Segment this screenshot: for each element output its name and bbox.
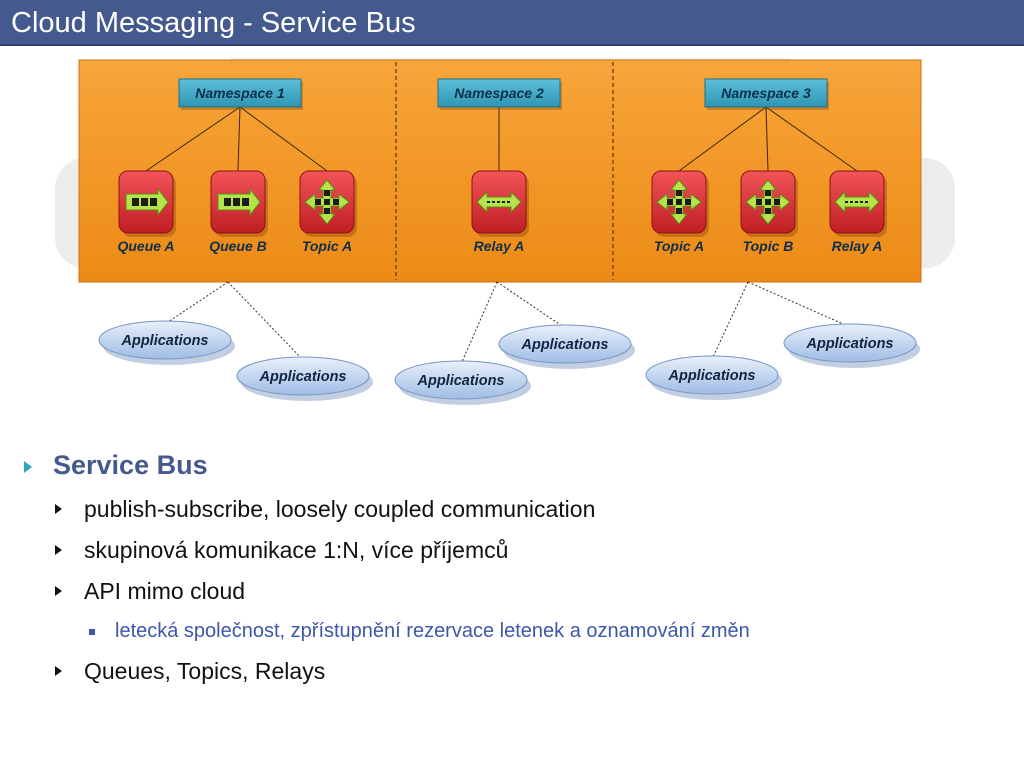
namespace-box: Namespace 1 [178,78,303,110]
applications-label: Applications [258,369,346,385]
entity-label: Queue A [117,238,174,254]
application-link [711,281,749,360]
bullet-arrow-icon [55,586,62,596]
topic-entity: Topic A [651,170,709,254]
applications-label: Applications [120,333,208,349]
bullet-arrow-icon [55,545,62,555]
message-block-icon [765,199,771,205]
namespace-link [765,106,858,172]
relay-entity: Relay A [471,170,529,254]
namespace-box: Namespace 3 [704,78,829,110]
title-bar: Cloud Messaging - Service Bus [0,0,1024,46]
applications-ellipse-bg [236,356,370,396]
sub-bullet-text: letecká společnost, zpřístupnění rezerva… [115,620,750,642]
message-block-icon [756,199,762,205]
message-block-icon [676,208,682,214]
applications-ellipse-bg [783,323,917,363]
entity-label: Topic B [743,238,794,254]
message-block-icon [315,199,321,205]
slide-title: Cloud Messaging - Service Bus [11,7,416,39]
entity-label: Queue B [209,238,267,254]
message-block-icon [150,198,157,206]
namespace-label: Namespace 2 [454,85,544,101]
namespace-label: Namespace 1 [195,85,285,101]
entity-label: Relay A [832,238,883,254]
message-block-icon [667,199,673,205]
bullet-arrow-icon [55,504,62,514]
applications-label: Applications [667,368,755,384]
applications-ellipse-bg [498,324,632,364]
namespace-link [765,106,769,172]
connections [145,106,858,365]
bullet-text: skupinová komunikace 1:N, více příjemců [84,537,509,563]
namespace-box-bg [437,78,561,108]
applications-ellipse: Applications [645,355,782,400]
bullet-arrow-icon [55,666,62,676]
message-block-icon [324,190,330,196]
entities: Queue A Queue B Topic A Relay A Topic A Topic… [117,170,887,254]
topic-entity: Topic B [740,170,798,254]
message-block-icon [676,199,682,205]
namespace-link [145,106,241,172]
message-block-icon [324,208,330,214]
relay-entity: Relay A [829,170,887,254]
entity-label: Relay A [474,238,525,254]
applications-ellipse-bg [98,320,232,360]
namespace-link [237,106,241,172]
applications: ApplicationsApplicationsApplicationsAppl… [98,320,920,405]
square-bullet-icon [89,629,95,635]
namespace-link [239,106,328,172]
applications-ellipse: Applications [98,320,235,365]
entity-label: Topic A [654,238,704,254]
application-link [164,281,229,325]
bullet-text: API mimo cloud [84,578,246,604]
application-link [227,281,304,361]
applications-ellipse: Applications [783,323,920,368]
service-bus-diagram: Namespace 1 Namespace 2 Namespace 3 Queue … [55,58,955,405]
namespace-label: Namespace 3 [721,85,811,101]
topic-entity: Topic A [299,170,357,254]
namespace-link [678,106,767,172]
message-block-icon [765,208,771,214]
bullet-text: Queues, Topics, Relays [84,658,326,684]
applications-label: Applications [416,373,504,389]
message-block-icon [324,199,330,205]
queue-entity: Queue B [209,170,268,254]
message-block-icon [685,199,691,205]
bullet-text: publish-subscribe, loosely coupled commu… [84,496,596,522]
bullet-arrow-icon [24,461,32,473]
applications-ellipse: Applications [498,324,635,369]
namespace-box: Namespace 2 [437,78,562,110]
message-block-icon [233,198,240,206]
applications-ellipse-bg [645,355,779,395]
bullet-heading: Service Bus [53,450,208,480]
applications-label: Applications [805,336,893,352]
message-block-icon [774,199,780,205]
message-block-icon [224,198,231,206]
applications-ellipse-bg [394,360,528,400]
namespaces: Namespace 1 Namespace 2 Namespace 3 [178,78,829,110]
application-link [460,281,498,365]
queue-entity: Queue A [117,170,176,254]
application-link [496,281,566,329]
message-block-icon [765,190,771,196]
applications-label: Applications [520,337,608,353]
application-link [747,281,851,328]
applications-ellipse: Applications [236,356,373,401]
message-block-icon [333,199,339,205]
applications-ellipse: Applications [394,360,531,405]
namespace-box-bg [178,78,302,108]
message-block-icon [676,190,682,196]
message-block-icon [242,198,249,206]
message-block-icon [132,198,139,206]
entity-label: Topic A [302,238,352,254]
namespace-box-bg [704,78,828,108]
message-block-icon [141,198,148,206]
